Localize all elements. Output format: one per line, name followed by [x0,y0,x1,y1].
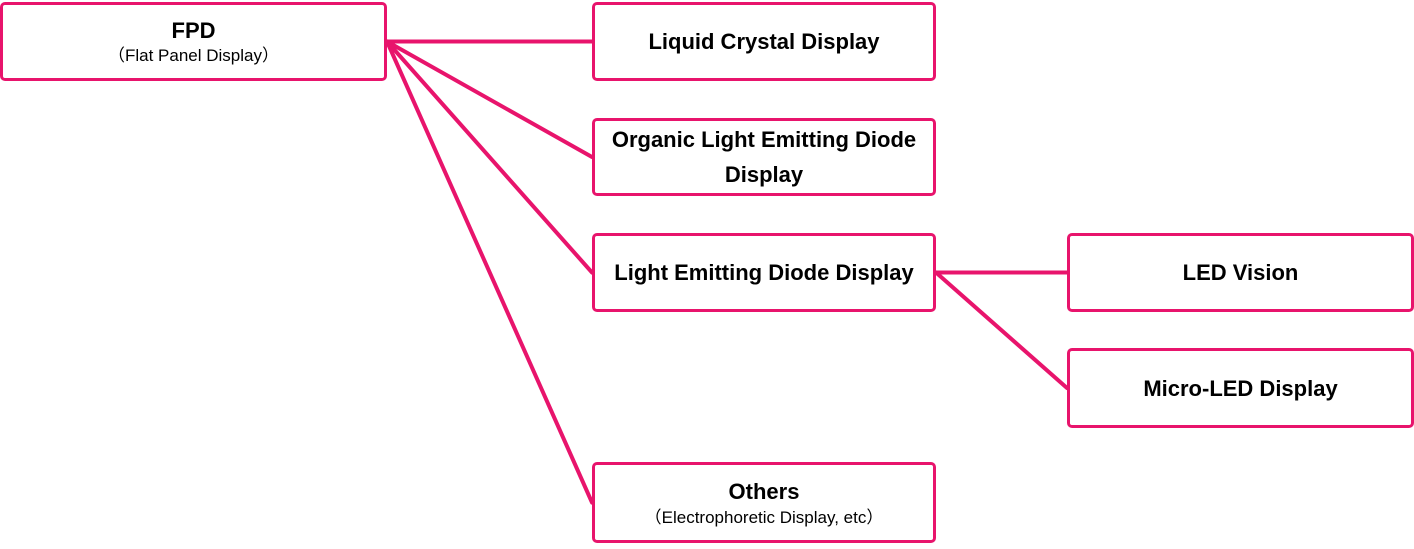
micro-led-box: Micro-LED Display [1067,348,1414,428]
fpd-title: FPD [171,17,216,43]
others-subtitle: （Electrophoretic Display, etc） [644,507,884,527]
oled-box: Organic Light Emitting Diode Display [592,118,936,196]
micro-led-title: Micro-LED Display [1143,375,1338,401]
lcd-box: Liquid Crystal Display [592,2,936,81]
oled-title: Organic Light Emitting Diode Display [611,127,917,187]
connector-root-to-oled [385,39,594,159]
others-box: Others （Electrophoretic Display, etc） [592,462,936,543]
connector-led-to-micro-led [934,270,1069,390]
connector-root-to-led [385,39,594,275]
led-title: Light Emitting Diode Display [614,260,914,285]
lcd-title: Liquid Crystal Display [648,29,880,54]
others-title: Others [728,478,800,504]
fpd-root-box: FPD （Flat Panel Display） [0,2,387,81]
connector-root-to-others [385,39,594,505]
led-vision-title: LED Vision [1182,260,1299,285]
led-box: Light Emitting Diode Display [592,233,936,312]
led-vision-box: LED Vision [1067,233,1414,312]
fpd-subtitle: （Flat Panel Display） [107,45,279,65]
